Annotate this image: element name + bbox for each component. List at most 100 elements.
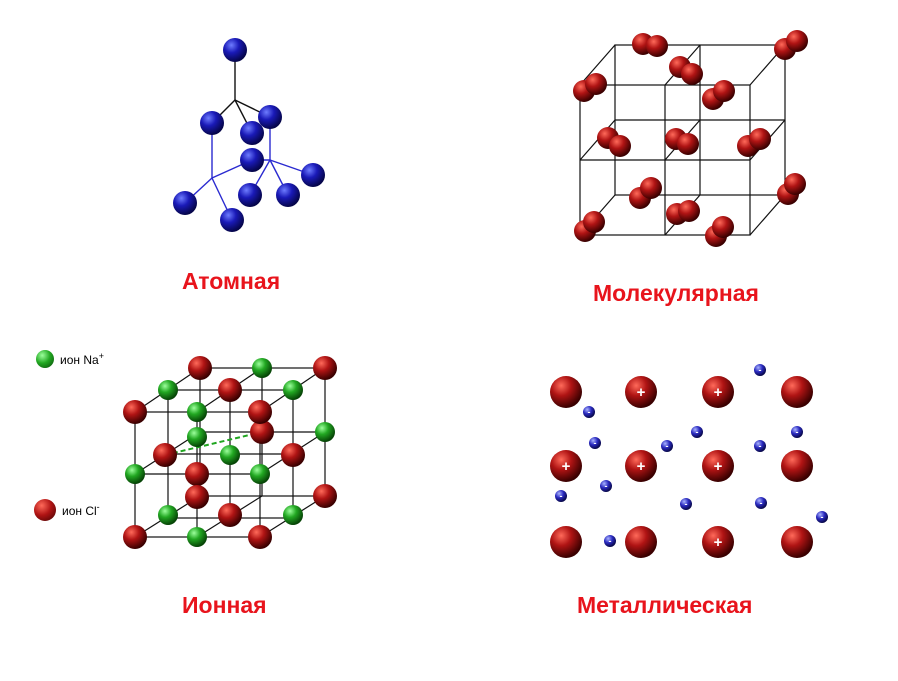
metal-ion xyxy=(550,526,582,558)
atom xyxy=(200,111,224,135)
atom xyxy=(223,38,247,62)
atom xyxy=(240,121,264,145)
cl-ion xyxy=(313,484,337,508)
electron xyxy=(555,490,567,502)
electron xyxy=(691,426,703,438)
electron-charge-label: - xyxy=(759,365,762,375)
na-ion-swatch xyxy=(36,350,54,368)
legend-na-label: ион Na+ xyxy=(60,351,104,367)
cl-ion xyxy=(185,485,209,509)
metal-ion xyxy=(702,526,734,558)
na-ion xyxy=(125,464,145,484)
electron-charge-label: - xyxy=(609,536,612,546)
electron-charge-label: - xyxy=(594,438,597,448)
na-ion xyxy=(187,527,207,547)
electron-charge-label: - xyxy=(760,498,763,508)
na-ion xyxy=(187,427,207,447)
caption-molecular: Молекулярная xyxy=(593,280,759,306)
electron xyxy=(791,426,803,438)
metal-ion xyxy=(781,526,813,558)
electron xyxy=(604,535,616,547)
ion-charge-label: + xyxy=(714,534,723,551)
electron-charge-label: - xyxy=(560,491,563,501)
atomic-lattice xyxy=(173,38,325,232)
bond-highlight xyxy=(164,431,263,456)
cl-ion xyxy=(185,462,209,486)
atomic-atoms xyxy=(173,38,325,232)
molecule xyxy=(669,56,703,85)
metal-ion xyxy=(625,526,657,558)
caption-ionic: Ионная xyxy=(182,592,267,618)
caption-metallic: Металлическая xyxy=(577,592,753,618)
electron xyxy=(661,440,673,452)
ion-charge-label: + xyxy=(714,384,723,401)
atom xyxy=(240,148,264,172)
molecule xyxy=(573,73,607,102)
molecules xyxy=(573,30,808,247)
legend-cl: ион Cl- xyxy=(34,499,100,521)
ion-charge-label: + xyxy=(637,458,646,475)
electron xyxy=(680,498,692,510)
electron-charge-label: - xyxy=(821,512,824,522)
caption-atomic: Атомная xyxy=(182,268,281,294)
metal-ion xyxy=(702,376,734,408)
atom xyxy=(301,163,325,187)
na-ion xyxy=(158,505,178,525)
electron-charge-label: - xyxy=(696,427,699,437)
metal-ion xyxy=(625,450,657,482)
metal-ion xyxy=(550,376,582,408)
cl-ion xyxy=(248,525,272,549)
na-ion xyxy=(220,445,240,465)
electron xyxy=(589,437,601,449)
molecule xyxy=(629,177,662,209)
na-ion xyxy=(252,358,272,378)
electron-charge-label: - xyxy=(605,481,608,491)
atom xyxy=(173,191,197,215)
molecule xyxy=(702,80,735,110)
molecule xyxy=(774,30,808,60)
ion-charge-label: + xyxy=(562,458,571,475)
electron xyxy=(600,480,612,492)
na-ion xyxy=(283,505,303,525)
electron xyxy=(755,497,767,509)
electron xyxy=(754,440,766,452)
electron-charge-label: - xyxy=(796,427,799,437)
molecule xyxy=(666,200,700,225)
molecule xyxy=(777,173,806,205)
na-ion xyxy=(250,464,270,484)
cl-ion xyxy=(281,443,305,467)
atom xyxy=(258,105,282,129)
atom xyxy=(276,183,300,207)
na-ion xyxy=(315,422,335,442)
electron xyxy=(816,511,828,523)
legend-cl-label: ион Cl- xyxy=(62,502,100,518)
legend-na: ион Na+ xyxy=(36,350,104,368)
cl-ion xyxy=(218,378,242,402)
cl-ion-swatch xyxy=(34,499,56,521)
cl-ion xyxy=(188,356,212,380)
molecule xyxy=(737,128,771,157)
metallic-lattice: ++++++------------- xyxy=(550,364,828,558)
cl-ion xyxy=(218,503,242,527)
molecule xyxy=(597,127,631,157)
electron-charge-label: - xyxy=(759,441,762,451)
molecule xyxy=(574,211,605,242)
electron-charge-label: - xyxy=(588,407,591,417)
molecule xyxy=(665,128,699,155)
cl-ion xyxy=(153,443,177,467)
molecular-lattice xyxy=(573,30,808,247)
metal-ion xyxy=(625,376,657,408)
molecule xyxy=(705,216,734,247)
ionic-lattice xyxy=(123,356,337,549)
electron-charge-label: - xyxy=(685,499,688,509)
na-ion xyxy=(187,402,207,422)
cl-ion xyxy=(123,400,147,424)
cl-ion xyxy=(123,525,147,549)
electron xyxy=(583,406,595,418)
metal-ion xyxy=(781,376,813,408)
na-ion xyxy=(158,380,178,400)
ion-charge-label: + xyxy=(637,384,646,401)
electron xyxy=(754,364,766,376)
na-ion xyxy=(283,380,303,400)
